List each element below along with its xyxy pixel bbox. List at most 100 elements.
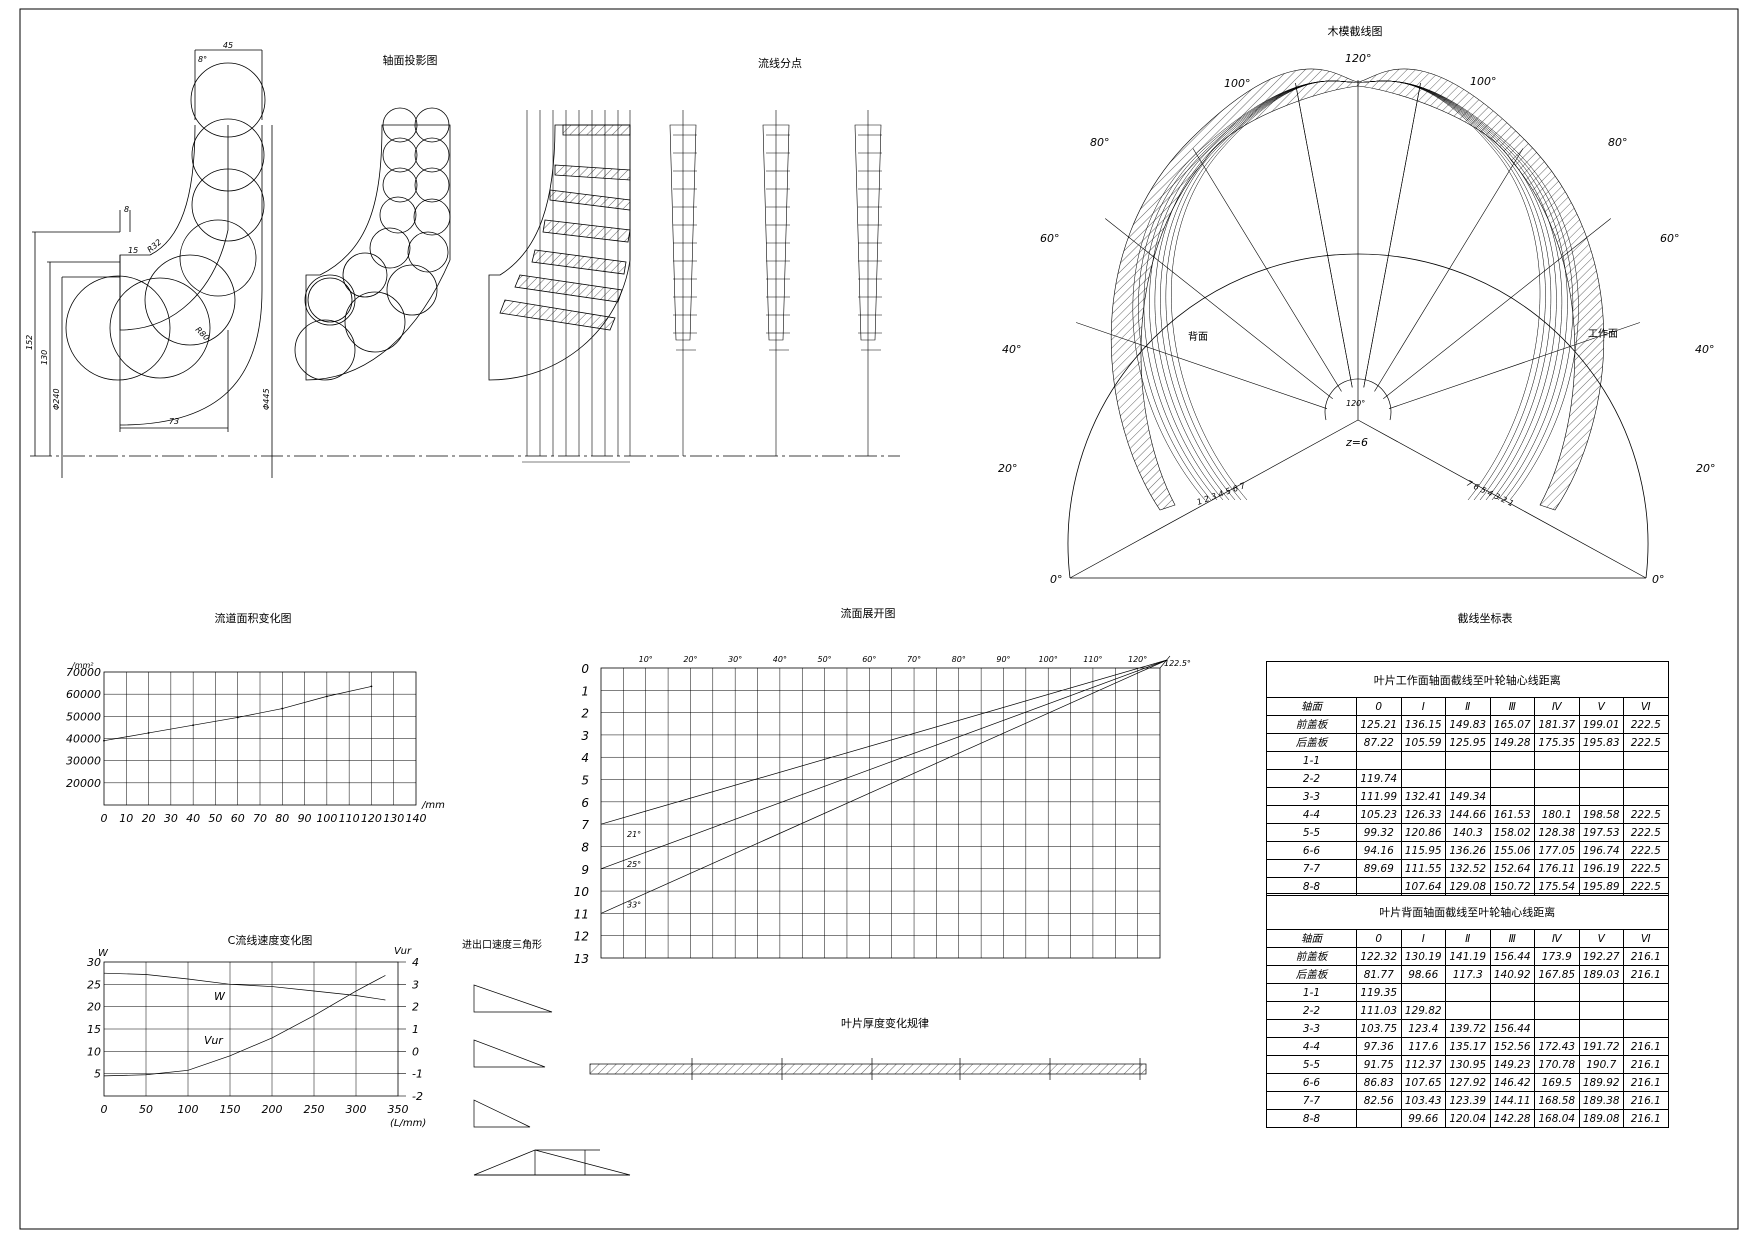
row-label: 9 [581, 863, 589, 877]
angle-label: 60° [1040, 232, 1060, 245]
table-cell: 112.37 [1400, 1055, 1446, 1074]
section-numbers: 1 2 3 4 5 6 7 [1196, 481, 1248, 507]
table-cell [1623, 787, 1669, 806]
table-cell: 136.15 [1400, 715, 1446, 734]
table-cell: 122.32 [1356, 947, 1402, 966]
table-cell: 117.3 [1445, 965, 1491, 984]
left-tick-label: 5 [94, 1068, 101, 1081]
header-cell: Ⅵ [1623, 929, 1669, 948]
inscribed-circle [144, 254, 236, 346]
table-cell: 4-4 [1266, 805, 1357, 824]
wrap-ray [1192, 148, 1342, 392]
table-cell: 140.3 [1445, 823, 1491, 842]
angle-label: 20° [1696, 462, 1716, 475]
table-cell: 192.27 [1578, 947, 1624, 966]
left-tick-label: 30 [87, 956, 101, 969]
table-cell: 181.37 [1534, 715, 1580, 734]
x-tick-label: 250 [304, 1103, 325, 1116]
table-cell: 222.5 [1623, 733, 1669, 752]
dim-text: 152 [25, 335, 34, 350]
header-cell: Ⅵ [1623, 697, 1669, 716]
table-cell: 2-2 [1266, 769, 1357, 788]
table-cell: 115.95 [1400, 841, 1446, 860]
scale-wedge [854, 124, 882, 341]
wrap-angles: 0° 20° 40° 60° 80° 100° 120° 0° 20° 40° … [998, 52, 1716, 586]
table-cell: 190.7 [1578, 1055, 1624, 1074]
inscribed-circle [382, 167, 418, 203]
table-cell: 149.83 [1445, 715, 1491, 734]
shroud-curve [119, 124, 229, 331]
inscribed-circle [344, 291, 406, 353]
table-cell: 216.1 [1623, 1037, 1669, 1056]
end-angle-label: 122.5° [1164, 659, 1191, 668]
table-cell: 97.36 [1356, 1037, 1402, 1056]
wrap-plot [1067, 80, 1649, 579]
x-tick-label: 140 [406, 812, 427, 825]
grid-frame [600, 667, 1161, 959]
table-cell: 后盖板 [1266, 965, 1357, 984]
y-tick-label: 20000 [66, 777, 101, 790]
angle-label: 60° [1660, 232, 1680, 245]
meridional-dims: 45 8° 8 15 R32 R80 73 152 130 Φ240 Φ445 [25, 41, 271, 426]
header-cell: 轴面 [1266, 697, 1357, 716]
inscribed-circle [414, 137, 450, 173]
x-tick-label: 130 [383, 812, 404, 825]
table-cell: 117.6 [1400, 1037, 1446, 1056]
row-label: 3 [581, 729, 589, 743]
data-point [281, 707, 284, 710]
blade-curve-left [1154, 80, 1359, 501]
title-meridional: 轴面投影图 [383, 53, 438, 67]
drawing-border [19, 8, 1739, 1230]
work-face-label: 工作面 [1588, 328, 1618, 340]
angle-label: 100° [1224, 77, 1251, 90]
blade-section-hatch [549, 189, 631, 211]
x-tick-label: 20 [142, 812, 156, 825]
table-cell [1578, 787, 1624, 806]
blade-curve-left [1143, 80, 1359, 501]
table-cell: 126.33 [1400, 805, 1446, 824]
table-cell: 132.41 [1400, 787, 1446, 806]
table-cell: 176.11 [1534, 859, 1580, 878]
triangle-combined [473, 1149, 631, 1176]
right-tick-label: -1 [412, 1068, 423, 1081]
table-cell: 222.5 [1623, 715, 1669, 734]
table-cell: 189.03 [1578, 965, 1624, 984]
table-cell: 144.11 [1489, 1091, 1535, 1110]
left-tick-label: 15 [87, 1023, 101, 1036]
dim-text: 8° [198, 55, 207, 64]
blade-curve-right [1357, 80, 1574, 501]
x-tick-label: 70 [253, 812, 267, 825]
table-cell: 216.1 [1623, 1109, 1669, 1128]
angle-tick-label: 40° [773, 655, 787, 664]
inscribed-circle [304, 274, 356, 326]
y-unit: /mm² [71, 661, 94, 670]
table-cell: 87.22 [1356, 733, 1402, 752]
table-cell: 8-8 [1266, 877, 1357, 896]
title-velocity-curve: C流线速度变化图 [228, 933, 313, 947]
table-cell [1445, 1001, 1491, 1020]
x-tick-label: 10 [119, 812, 133, 825]
x-tick-label: 110 [339, 812, 360, 825]
table-cell: 119.35 [1356, 983, 1402, 1002]
angle-label: 20° [998, 462, 1018, 475]
meridional-projection [30, 49, 900, 478]
title-conformal-map: 流面展开图 [841, 606, 896, 620]
dim-text: Φ240 [52, 388, 61, 410]
table-cell: 132.52 [1445, 859, 1491, 878]
meridional-projection-2 [294, 107, 451, 381]
table-cell [1400, 983, 1446, 1002]
angle-label: 40° [1002, 343, 1022, 356]
blade-section-hatch [542, 219, 631, 243]
inscribed-circle [379, 196, 417, 234]
table-cell [1623, 983, 1669, 1002]
table-cell: 222.5 [1623, 859, 1669, 878]
row-label: 8 [581, 840, 589, 854]
inscribed-circle [413, 198, 451, 236]
